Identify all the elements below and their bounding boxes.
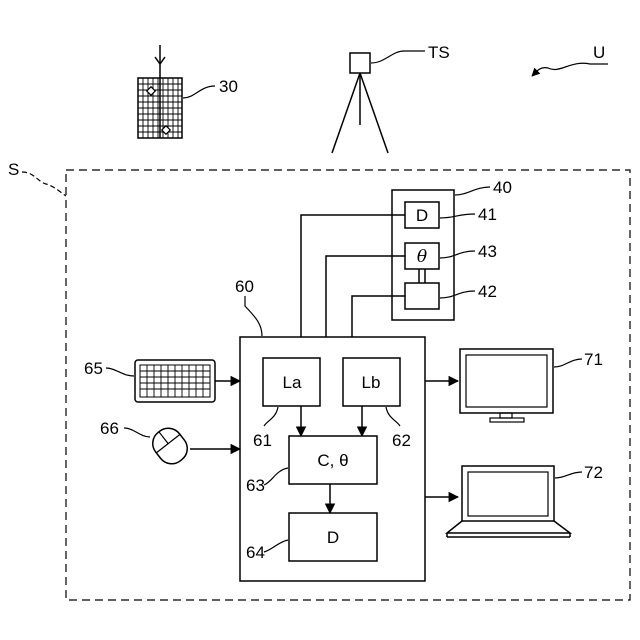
- label-61: 61: [253, 431, 272, 450]
- c-theta-label: C, θ: [317, 451, 348, 470]
- label-65: 65: [84, 359, 103, 378]
- lb-label: Lb: [362, 373, 381, 392]
- label-u: U: [593, 43, 605, 62]
- target-30: 30: [138, 45, 238, 138]
- mouse-66: 66: [100, 419, 240, 469]
- sensor-42-box: [405, 283, 439, 309]
- sensor-wiring: [301, 215, 405, 337]
- label-u-group: U: [532, 43, 608, 76]
- label-42: 42: [478, 282, 497, 301]
- label-72: 72: [584, 463, 603, 482]
- label-s: S: [8, 160, 19, 179]
- keyboard-65: 65: [84, 359, 240, 402]
- sensor-unit-40: 40 D 41 θ 43 42: [392, 178, 512, 320]
- label-40: 40: [493, 178, 512, 197]
- label-64: 64: [246, 543, 265, 562]
- label-71: 71: [584, 350, 603, 369]
- total-station-ts: TS: [332, 43, 450, 153]
- laptop-72: 72: [425, 463, 603, 537]
- label-43: 43: [478, 242, 497, 261]
- distance-sensor-label: D: [416, 206, 428, 225]
- label-ts: TS: [428, 43, 450, 62]
- monitor-71: 71: [425, 349, 603, 422]
- angle-sensor-label: θ: [417, 247, 427, 267]
- label-66: 66: [100, 419, 119, 438]
- label-63: 63: [246, 476, 265, 495]
- controller-60: 60 La Lb 61 62 C, θ 63 D 64: [235, 277, 425, 581]
- label-30: 30: [219, 77, 238, 96]
- display-processor-label: D: [327, 528, 339, 547]
- label-41: 41: [478, 205, 497, 224]
- label-60: 60: [235, 277, 254, 296]
- label-62: 62: [392, 431, 411, 450]
- la-label: La: [283, 373, 302, 392]
